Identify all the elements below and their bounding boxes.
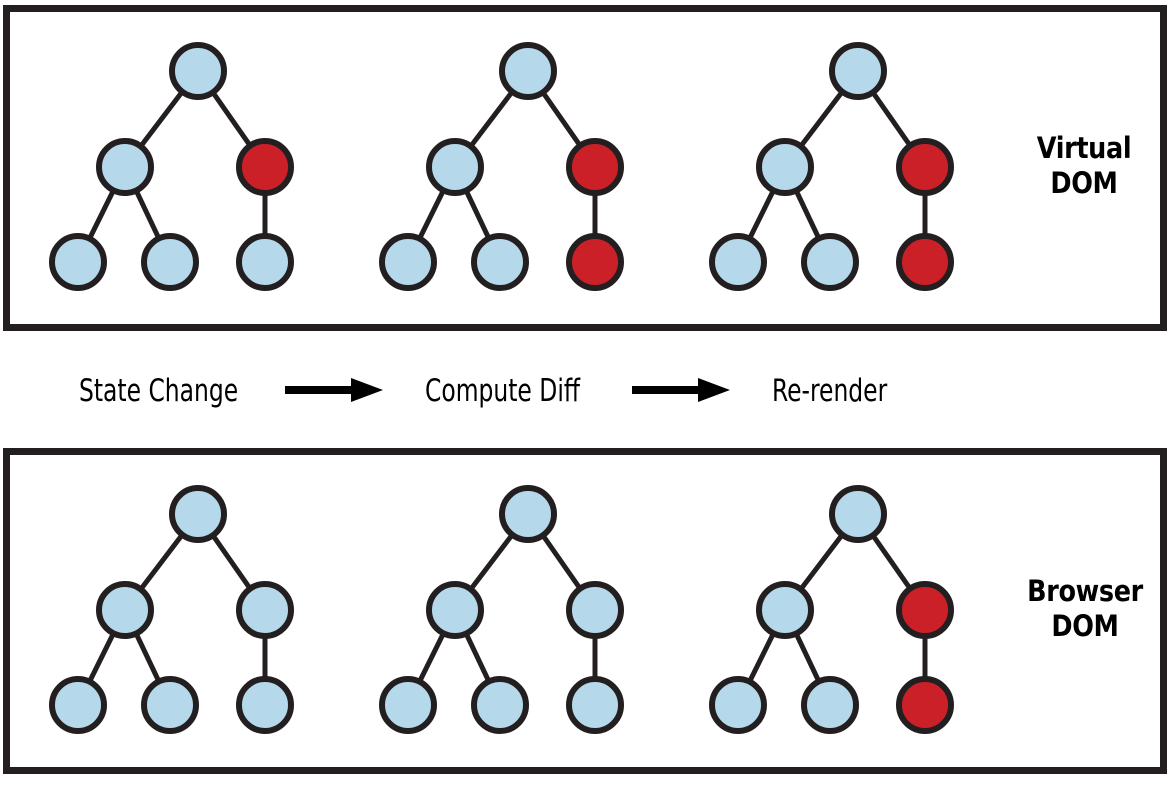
tree-node-red-r	[566, 138, 624, 196]
browser-dom-label: Browser DOM	[1027, 574, 1143, 644]
tree-node-blue-root	[829, 42, 887, 100]
flow-row: State Change Compute Diff Re-render	[0, 331, 1173, 448]
tree-node-blue-l	[96, 138, 154, 196]
tree-node-blue-root	[169, 485, 227, 543]
browser-dom-tree-2	[379, 485, 624, 734]
tree-node-blue-r-c	[566, 676, 624, 734]
tree-node-blue-root	[829, 485, 887, 543]
tree-node-blue-l-l	[709, 233, 767, 291]
tree-node-blue-r	[566, 581, 624, 639]
flow-arrow-state-to-diff	[285, 378, 383, 402]
flow-step-compute-diff: Compute Diff	[425, 373, 580, 409]
browser-dom-tree-1	[49, 485, 294, 734]
tree-node-blue-r-c	[236, 233, 294, 291]
tree-node-red-r	[896, 581, 954, 639]
tree-node-blue-l-l	[379, 676, 437, 734]
tree-node-blue-l-l	[379, 233, 437, 291]
tree-node-blue-l-r	[801, 233, 859, 291]
tree-node-blue-r	[236, 581, 294, 639]
tree-node-red-r	[236, 138, 294, 196]
tree-node-red-r-c	[896, 676, 954, 734]
flow-arrow-diff-to-rerender	[632, 378, 730, 402]
tree-node-blue-l-l	[49, 233, 107, 291]
browser-dom-trees	[49, 485, 954, 734]
tree-node-blue-l-r	[801, 676, 859, 734]
tree-node-blue-l	[426, 581, 484, 639]
virtual-dom-tree-1	[49, 42, 294, 291]
tree-node-blue-root	[499, 42, 557, 100]
virtual-dom-tree-3	[709, 42, 954, 291]
virtual-dom-trees	[49, 42, 954, 291]
tree-node-red-r-c	[896, 233, 954, 291]
tree-node-blue-l-r	[471, 676, 529, 734]
browser-dom-tree-3	[709, 485, 954, 734]
flow-step-state-change: State Change	[79, 373, 239, 409]
flow-step-re-render: Re-render	[772, 373, 888, 409]
tree-node-blue-l	[426, 138, 484, 196]
tree-node-red-r	[896, 138, 954, 196]
virtual-dom-label: Virtual DOM	[1036, 131, 1132, 201]
browser-dom-panel	[3, 448, 1167, 774]
tree-node-blue-l-r	[471, 233, 529, 291]
tree-node-blue-l	[96, 581, 154, 639]
tree-node-blue-root	[169, 42, 227, 100]
tree-node-blue-l-r	[141, 233, 199, 291]
virtual-dom-panel	[3, 5, 1167, 331]
tree-node-blue-r-c	[236, 676, 294, 734]
virtual-dom-tree-2	[379, 42, 624, 291]
tree-node-blue-l	[756, 138, 814, 196]
tree-node-blue-l-l	[49, 676, 107, 734]
tree-node-blue-root	[499, 485, 557, 543]
tree-node-red-r-c	[566, 233, 624, 291]
tree-node-blue-l	[756, 581, 814, 639]
tree-node-blue-l-l	[709, 676, 767, 734]
tree-node-blue-l-r	[141, 676, 199, 734]
